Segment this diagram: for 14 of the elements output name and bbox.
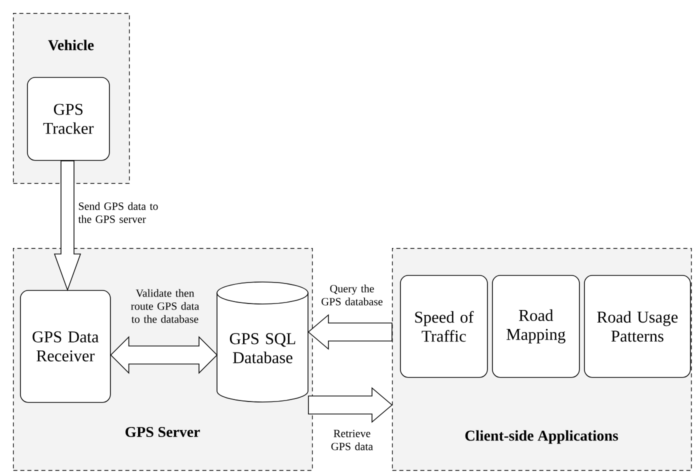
edge-label: Validate then route GPS data to the database bbox=[131, 289, 200, 323]
process-box: GPS Tracker bbox=[27, 77, 110, 161]
process-box: Speed of Traffic bbox=[400, 275, 488, 378]
block-arrow bbox=[308, 387, 393, 423]
edge-label: Retrieve GPS data bbox=[331, 430, 373, 450]
block-arrow bbox=[110, 336, 218, 374]
edge-label: Query the GPS database bbox=[322, 284, 382, 306]
edge-label: Send GPS data to the GPS server bbox=[78, 202, 158, 223]
process-box: Road Usage Patterns bbox=[584, 275, 691, 378]
block-arrow bbox=[308, 314, 392, 350]
database-cylinder: GPS SQL Database bbox=[216, 282, 308, 402]
block-arrow bbox=[54, 160, 82, 292]
process-box: Road Mapping bbox=[492, 275, 580, 378]
process-box: GPS Data Receiver bbox=[20, 290, 111, 403]
